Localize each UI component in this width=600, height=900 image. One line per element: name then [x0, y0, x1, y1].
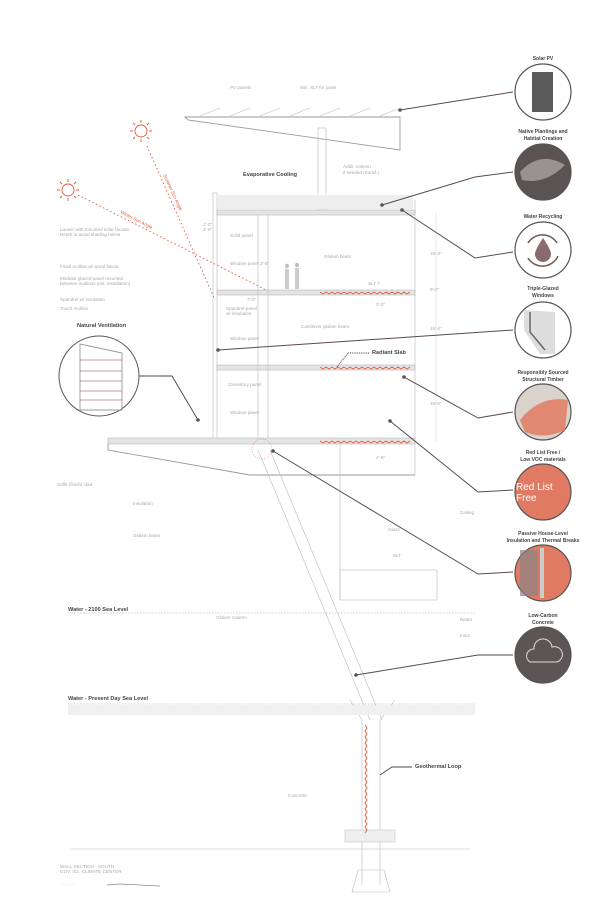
label-window-panel-3: Window panel [230, 410, 259, 415]
label-addl-column: Addit. column [343, 164, 371, 169]
title-block: WALL SECTION - SOUTH GOV. ISL. CLIMATE C… [60, 864, 161, 887]
callout-structural-timber[interactable]: Responsibly Sourced Structural Timber [514, 370, 572, 441]
scale-dots: · · · · · · [60, 882, 76, 887]
red-list-badge-text: Red List [516, 482, 553, 493]
facade-labels: Louver with mounted solar facade. Depth … [60, 227, 261, 415]
callout-solar-pv[interactable]: Solar PV [514, 56, 572, 121]
callout-title: Windows [532, 293, 554, 299]
water-levels: Water - 2100 Sea Level Water - Present D… [68, 607, 475, 850]
label-evaporative-cooling: Evaporative Cooling [243, 172, 298, 178]
structure-labels: Glulam beam SLT 7 Cantilever glulam beam… [57, 254, 474, 798]
insulation-image [520, 550, 538, 596]
callout-native-plantings[interactable]: Native Plantings and Habitat Creation [514, 129, 572, 201]
dim: 4'-6" [376, 455, 386, 460]
label-slt: SLT 7 [368, 281, 380, 286]
dim: 2'-6" [203, 227, 213, 232]
label-natural-ventilation: Natural Ventilation [77, 323, 127, 329]
callout-title: Red List Free / [526, 450, 561, 456]
label-louver-note: Depth to avoid shading below [60, 232, 121, 237]
roof-canopy: PV panels Min. SLT for joists Addit. col… [183, 85, 401, 211]
label-insul: Insul. [460, 633, 471, 638]
callout-red-list-free[interactable]: Red List Free / Low VOC materials Red Li… [514, 450, 572, 521]
scale-bar [106, 883, 161, 887]
label-spandrel-panel-note: w/ insulation [226, 311, 252, 316]
dim: 7'-0" [247, 297, 257, 302]
label-glulam-column: Glulam column [216, 615, 247, 620]
label-addl-column-note: if needed (transf.) [343, 170, 379, 175]
callout-water-recycling[interactable]: Water Recycling [514, 214, 572, 279]
label-solid-panel: Solid panel [230, 233, 253, 238]
callout-title: Native Plantings and [518, 129, 567, 135]
callout-title: Structural Timber [522, 377, 564, 383]
label-clerestory-panel: Clerestory panel [228, 382, 261, 387]
sun-icon [57, 120, 152, 201]
callout-leaders [216, 91, 514, 677]
label-concrete: Concrete [288, 793, 307, 798]
cloud-co2-icon [526, 638, 563, 663]
window-frame-image [524, 310, 555, 354]
label-touch-mullion: Touch mullion [60, 306, 89, 311]
label-glazed-panel-note: between mullions (ext. installation) [60, 281, 131, 286]
label-sea-level-present: Water - Present Day Sea Level [68, 696, 148, 702]
label-beam: Beam [460, 617, 472, 622]
callout-title: Triple-Glazed [527, 286, 558, 292]
people-scale-figures [285, 262, 299, 289]
callout-title: Passive House-Level [518, 531, 568, 537]
label-slt-2: SLT [393, 553, 401, 558]
dim: 2'-6" [260, 261, 270, 266]
label-radiant-slab: Radiant Slab [372, 350, 406, 356]
label-cantilever-beam: Cantilever glulam beam [301, 324, 349, 329]
label-sea-level-2100: Water - 2100 Sea Level [68, 607, 129, 613]
label-window-panel: Window panel [230, 261, 259, 266]
callout-title: Low-Carbon [528, 613, 557, 619]
label-summer-sun-angle: Summer Sun Angle [162, 173, 183, 211]
dimensions: 1'-0" 2'-6" 2'-6" 7'-0" 3'-0" 15'-0" 15'… [203, 212, 442, 460]
solar-panel-icon [532, 72, 553, 112]
callout-title: Water Recycling [524, 214, 563, 220]
callout-title: Responsibly Sourced [517, 370, 568, 376]
dim: 15'-0" [430, 251, 442, 256]
label-glass: Glass [388, 527, 400, 532]
project-name: GOV. ISL. CLIMATE CENTER [60, 869, 122, 874]
drawing-title: WALL SECTION - SOUTH [60, 864, 114, 869]
label-glulam-beam-2: Glulam beam [133, 533, 160, 538]
dim: 1'-0" [203, 222, 213, 227]
green-roof-plantings [218, 195, 413, 209]
recycle-arrows-icon [527, 234, 558, 244]
callout-title: Concrete [532, 620, 554, 626]
callout-low-carbon-concrete[interactable]: Low-Carbon Concrete [514, 613, 572, 684]
callout-triple-glazed-windows[interactable]: Triple-Glazed Windows [514, 286, 572, 359]
callout-title: Low VOC materials [520, 457, 566, 463]
label-glulam-beam: Glulam beam [324, 254, 351, 259]
callout-title: Insulation and Thermal Breaks [507, 538, 580, 544]
dim: 15'-0" [430, 326, 442, 331]
label-louver: Louver with mounted solar facade. [60, 227, 130, 232]
label-soffit: Soffit (finish) clad [57, 482, 93, 487]
dim: 9'-0" [430, 287, 440, 292]
red-list-badge-text: Free [516, 493, 537, 504]
water-drop-icon [535, 238, 551, 262]
building-section [107, 192, 438, 893]
label-geothermal-loop: Geothermal Loop [415, 764, 462, 770]
plants-image [520, 158, 565, 181]
label-spandrel: Spandrel w/ insulation [60, 297, 105, 302]
label-pv-panels: PV panels [230, 85, 252, 90]
callout-title: Solar PV [533, 56, 554, 62]
label-window-panel-2: Window panel [230, 336, 259, 341]
label-fixed-mullion: Fixed mullion w/ wood fascia [60, 264, 119, 269]
dim: 3'-0" [376, 302, 386, 307]
label-ceiling: Ceiling [460, 510, 474, 515]
dim: 15'-0" [430, 401, 442, 406]
label-insulation: Insulation [133, 501, 153, 506]
label-glazed-panel: Modular glazed panel mounted [60, 276, 124, 281]
timber-image [520, 399, 568, 436]
natural-ventilation-detail: Natural Ventilation [58, 323, 200, 422]
label-slt-joists: Min. SLT for joists [300, 85, 337, 90]
callout-title: Habitat Creation [524, 136, 563, 142]
label-spandrel-panel: Spandrel panel [226, 306, 257, 311]
callout-passive-house-insulation[interactable]: Passive House-Level Insulation and Therm… [507, 531, 580, 602]
